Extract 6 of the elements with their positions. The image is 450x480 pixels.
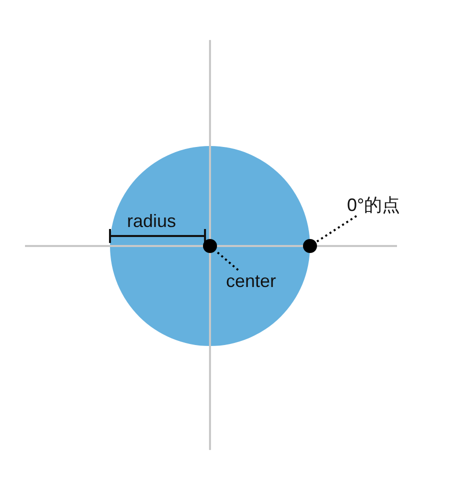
dimension-label: radius xyxy=(127,210,176,232)
leader-line xyxy=(214,250,239,271)
leader-line xyxy=(315,215,357,244)
point-marker xyxy=(303,239,317,253)
point-label: 0°的点 xyxy=(347,194,400,216)
point-label: center xyxy=(226,270,276,292)
